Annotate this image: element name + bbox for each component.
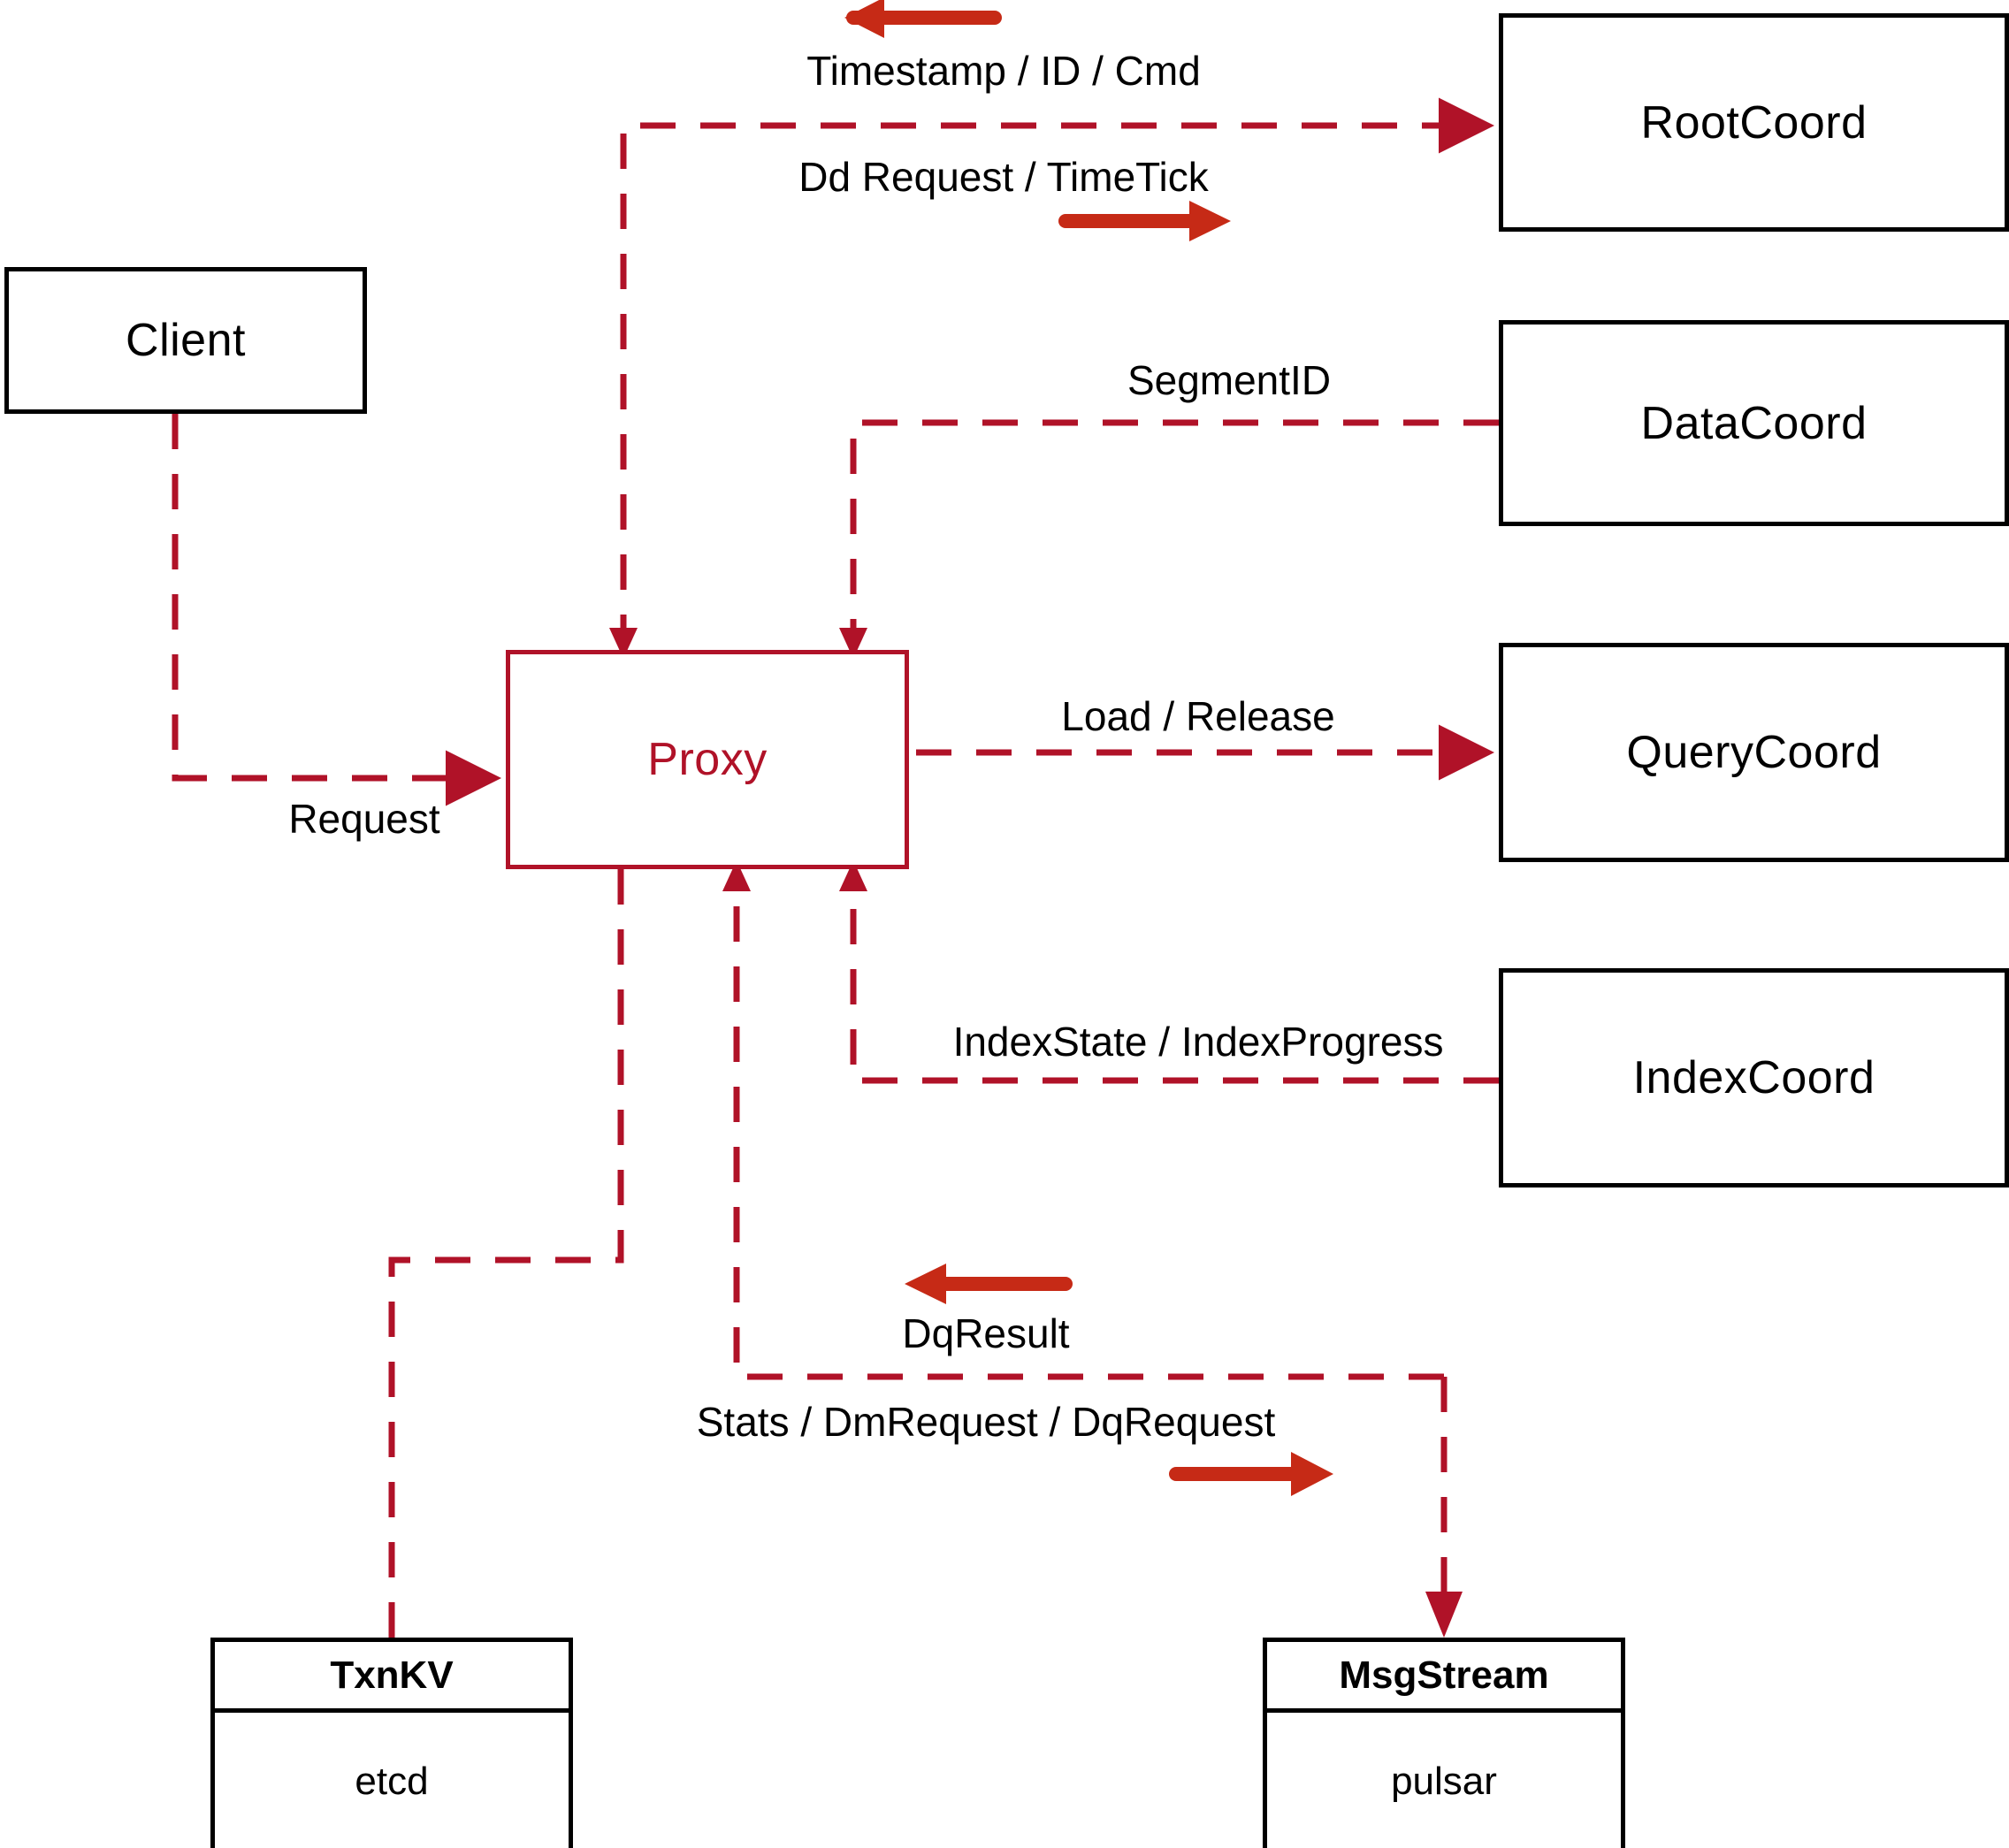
node-proxy-label: Proxy [647, 734, 768, 785]
node-rootcoord-label: RootCoord [1640, 96, 1868, 149]
arrowhead-to-msgstream [1425, 1592, 1463, 1638]
edge-msgstream-to-proxy [733, 884, 1444, 1380]
flow-arrow-dqrequest-right [1169, 1452, 1333, 1496]
node-datacoord[interactable]: DataCoord [1499, 320, 2009, 526]
node-proxy[interactable]: Proxy [506, 650, 909, 869]
arrowhead-msgstream-to-proxy [722, 860, 751, 891]
edge-label-dd-request-timetick: Dd Request / TimeTick [798, 154, 1209, 200]
flow-arrow-timestamp-left [844, 0, 1002, 38]
edge-client-to-proxy [172, 414, 501, 806]
node-client-label: Client [126, 315, 246, 366]
node-txnkv[interactable]: TxnKV etcd [210, 1638, 573, 1848]
edge-proxy-to-rootcoord [620, 97, 1494, 650]
edge-label-segmentid: SegmentID [1127, 357, 1332, 403]
edge-label-load-release: Load / Release [1061, 693, 1335, 739]
node-txnkv-body: etcd [355, 1759, 429, 1803]
node-querycoord[interactable]: QueryCoord [1499, 643, 2009, 862]
edge-label-dqresult: DqResult [902, 1310, 1070, 1356]
node-txnkv-head: TxnKV [215, 1642, 569, 1713]
edge-label-index-state-progress: IndexState / IndexProgress [952, 1019, 1444, 1065]
edge-label-request: Request [288, 796, 440, 842]
node-indexcoord-label: IndexCoord [1632, 1052, 1875, 1103]
node-querycoord-label: QueryCoord [1626, 727, 1882, 778]
edge-indexcoord-to-proxy [850, 884, 1499, 1084]
arrowhead-datacoord-to-proxy [839, 628, 867, 659]
node-rootcoord[interactable]: RootCoord [1499, 13, 2009, 232]
flow-arrow-dqresult-left [905, 1264, 1073, 1304]
node-msgstream[interactable]: MsgStream pulsar [1263, 1638, 1625, 1848]
flow-arrow-ddrequest-right [1058, 201, 1231, 241]
node-client[interactable]: Client [4, 267, 367, 414]
node-datacoord-label: DataCoord [1640, 397, 1868, 449]
edge-label-stats-dm-dq: Stats / DmRequest / DqRequest [696, 1399, 1276, 1445]
arrowhead-rootcoord-to-proxy [609, 628, 638, 659]
edge-datacoord-to-proxy [850, 419, 1499, 650]
node-msgstream-head: MsgStream [1267, 1642, 1621, 1713]
node-msgstream-body: pulsar [1391, 1759, 1497, 1803]
edge-proxy-to-txnkv [388, 869, 624, 1638]
node-indexcoord[interactable]: IndexCoord [1499, 968, 2009, 1187]
edge-label-timestamp-id-cmd: Timestamp / ID / Cmd [806, 48, 1201, 94]
arrowhead-indexcoord-to-proxy [839, 860, 867, 891]
